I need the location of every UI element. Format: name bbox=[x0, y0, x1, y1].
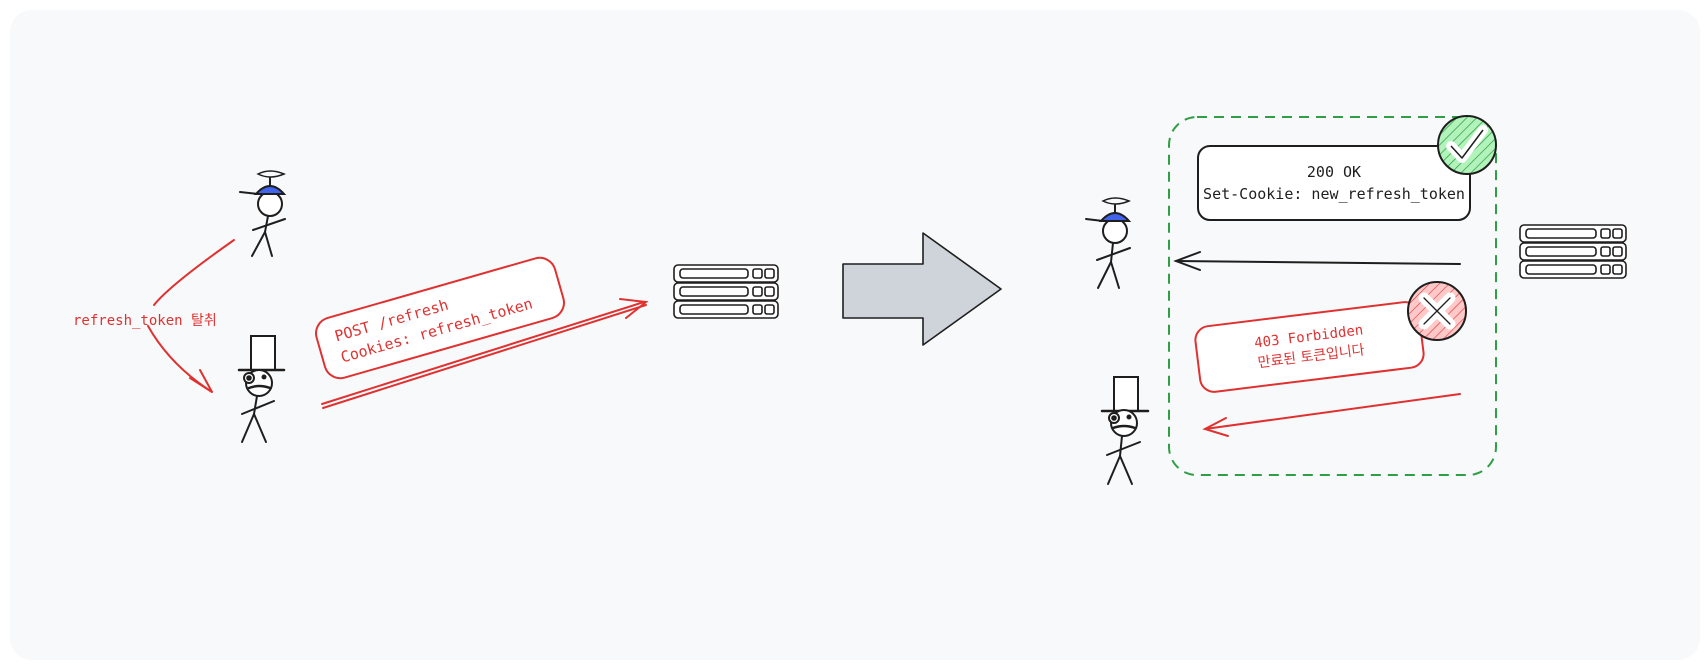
success-arrow bbox=[1173, 251, 1461, 271]
server-icon-right bbox=[1519, 224, 1627, 279]
request-arrow bbox=[321, 298, 649, 409]
error-x-icon bbox=[1407, 281, 1467, 341]
user-propeller-figure-right bbox=[1085, 197, 1132, 289]
attacker-tophat-figure-right bbox=[1100, 376, 1150, 485]
theft-label: refresh_token 탈취 bbox=[73, 313, 217, 329]
failure-response-box: 403 Forbidden 만료된 토큰입니다 bbox=[1194, 301, 1425, 393]
success-status: 200 OK bbox=[1307, 163, 1361, 181]
server-icon-left bbox=[673, 264, 779, 319]
attacker-tophat-figure-left bbox=[237, 335, 286, 443]
failure-arrow bbox=[1202, 393, 1461, 437]
check-icon bbox=[1437, 115, 1497, 175]
user-propeller-figure-left bbox=[239, 170, 287, 257]
transition-arrow bbox=[842, 232, 1002, 346]
success-response-box: 200 OK Set-Cookie: new_refresh_token bbox=[1197, 145, 1471, 221]
response-group-frame bbox=[1168, 116, 1497, 476]
theft-arrow bbox=[147, 239, 235, 393]
success-set-cookie: Set-Cookie: new_refresh_token bbox=[1203, 185, 1465, 203]
